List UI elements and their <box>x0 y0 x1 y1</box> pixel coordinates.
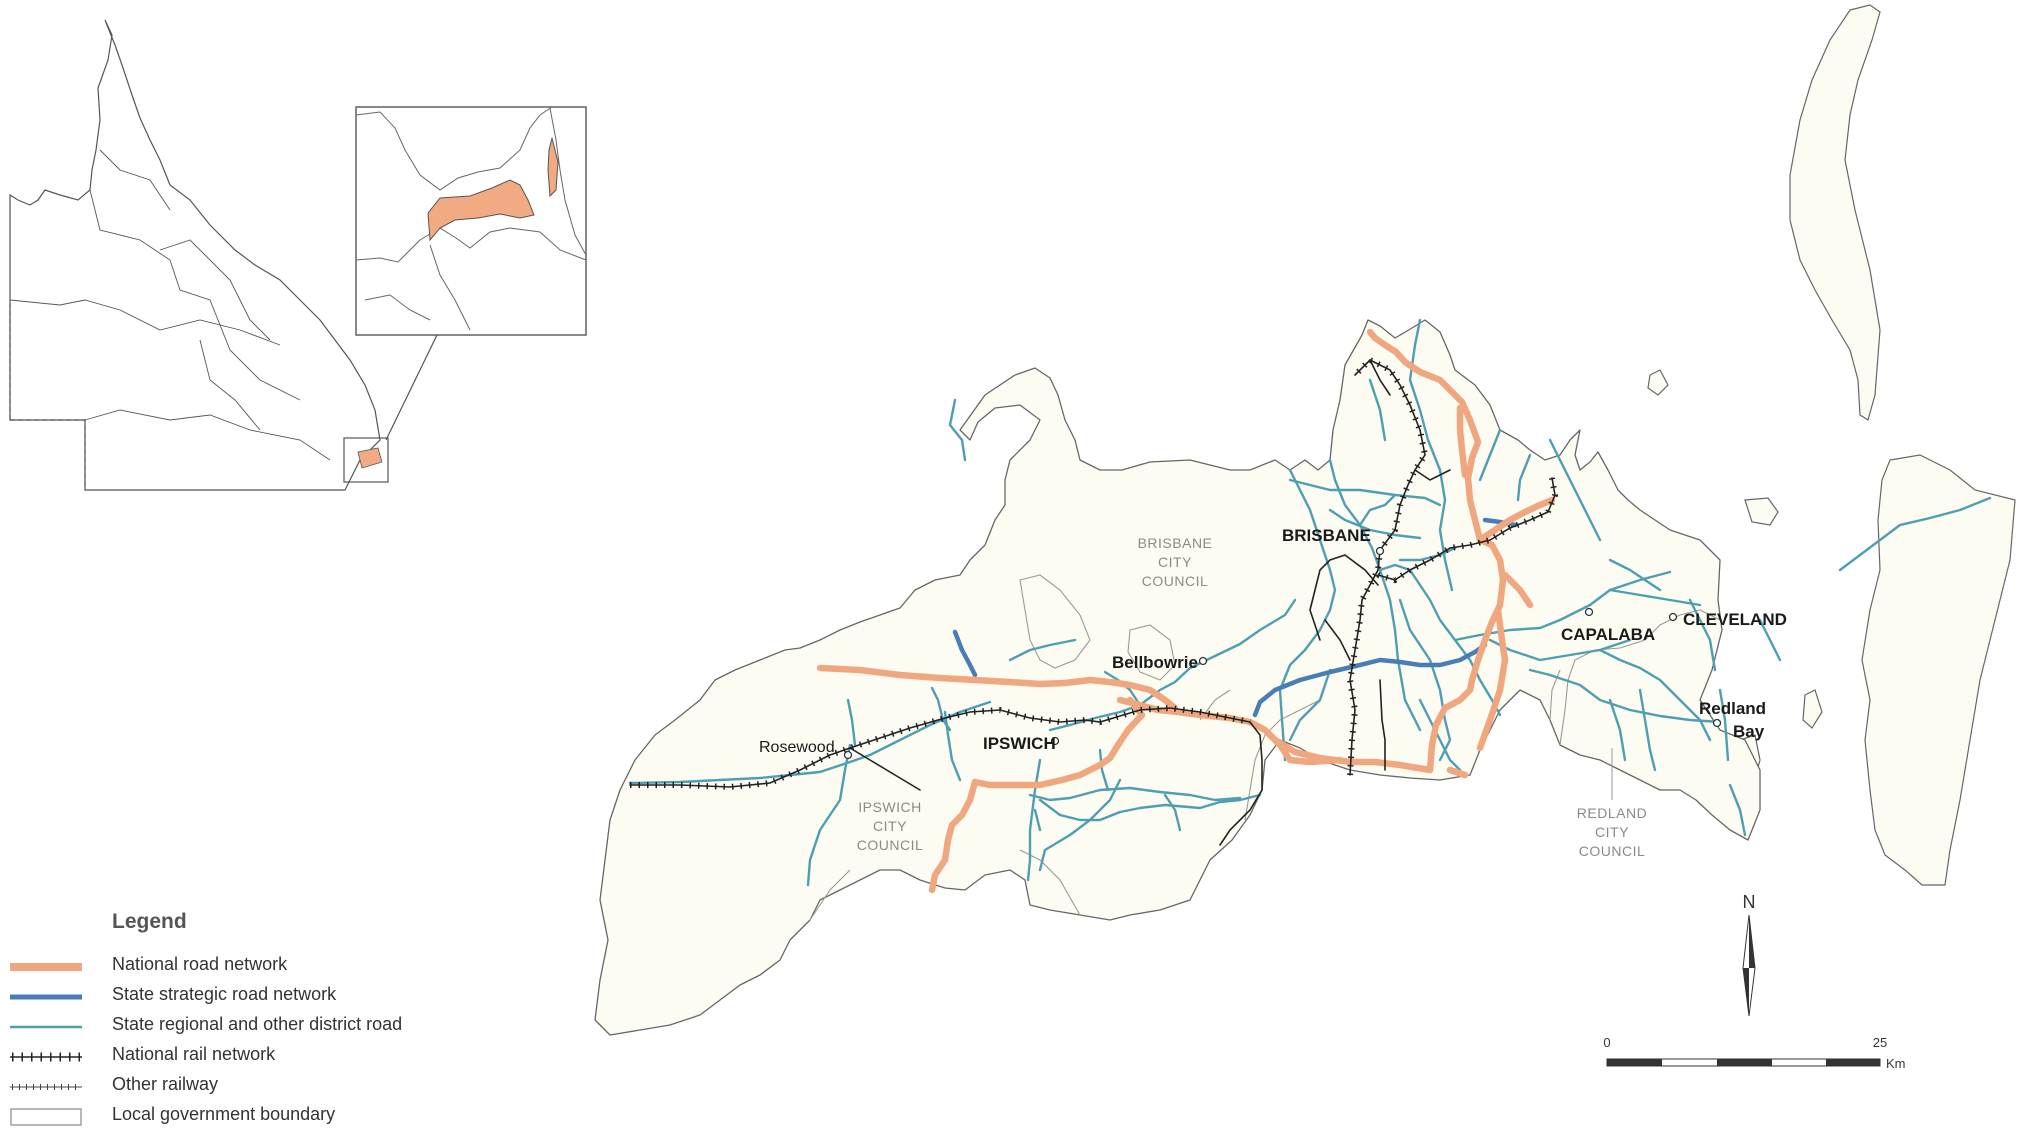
queensland-overview-map <box>9 19 438 491</box>
north-arrow: N <box>1742 892 1756 1017</box>
legend-label-lga-boundary: Local government boundary <box>112 1104 336 1124</box>
state-regional-roads <box>628 318 1992 887</box>
scale-start-label: 0 <box>1603 1035 1610 1050</box>
national-road-swatch <box>10 963 82 971</box>
north-arrow-label: N <box>1743 892 1756 912</box>
label-cleveland: CLEVELAND <box>1683 610 1787 629</box>
legend-title: Legend <box>112 910 187 933</box>
council-brisbane-line2: CITY <box>1158 554 1192 570</box>
legend-label-national-rail: National rail network <box>112 1044 276 1064</box>
label-rosewood: Rosewood <box>759 739 835 756</box>
inset-map <box>355 106 587 336</box>
state-regional-swatch <box>10 1025 82 1029</box>
lga-boundary-swatch <box>10 1108 82 1126</box>
scale-bar: 0 25 Km <box>1603 1035 1905 1071</box>
council-ipswich-line3: COUNCIL <box>857 837 924 853</box>
label-brisbane: BRISBANE <box>1282 526 1371 545</box>
council-brisbane-line3: COUNCIL <box>1142 573 1209 589</box>
council-ipswich-line1: IPSWICH <box>858 799 921 815</box>
legend-label-national-road: National road network <box>112 954 288 974</box>
legend-label-state-strategic: State strategic road network <box>112 984 337 1004</box>
legend-label-other-railway: Other railway <box>112 1074 219 1094</box>
local-government-boundaries <box>809 574 1721 921</box>
other-railway-swatch <box>10 1084 82 1090</box>
council-redland-line1: REDLAND <box>1577 805 1647 821</box>
place-labels: BRISBANE CAPALABA CLEVELAND IPSWICH Rose… <box>759 526 1787 756</box>
rail-ticks <box>630 356 1559 791</box>
state-strategic-roads <box>952 517 1518 718</box>
council-labels: BRISBANE CITY COUNCIL IPSWICH CITY COUNC… <box>857 535 1647 859</box>
state-strategic-swatch <box>10 994 82 1000</box>
council-ipswich-line2: CITY <box>873 818 907 834</box>
label-bellbowrie: Bellbowrie <box>1112 653 1198 672</box>
study-region <box>594 319 1761 1036</box>
label-redland-bay-line2: Bay <box>1733 722 1765 741</box>
label-ipswich: IPSWICH <box>983 734 1056 753</box>
council-brisbane-line1: BRISBANE <box>1138 535 1213 551</box>
legend-label-state-regional: State regional and other district road <box>112 1014 403 1034</box>
scale-end-label: 25 <box>1873 1035 1887 1050</box>
label-capalaba: CAPALABA <box>1561 625 1655 644</box>
council-redland-line3: COUNCIL <box>1579 843 1646 859</box>
label-redland-bay-line1: Redland <box>1699 699 1766 718</box>
scale-unit-label: Km <box>1886 1056 1906 1071</box>
national-rail-swatch <box>10 1052 82 1062</box>
council-redland-line2: CITY <box>1595 824 1629 840</box>
town-markers <box>843 546 1722 760</box>
national-roads <box>816 328 1556 894</box>
